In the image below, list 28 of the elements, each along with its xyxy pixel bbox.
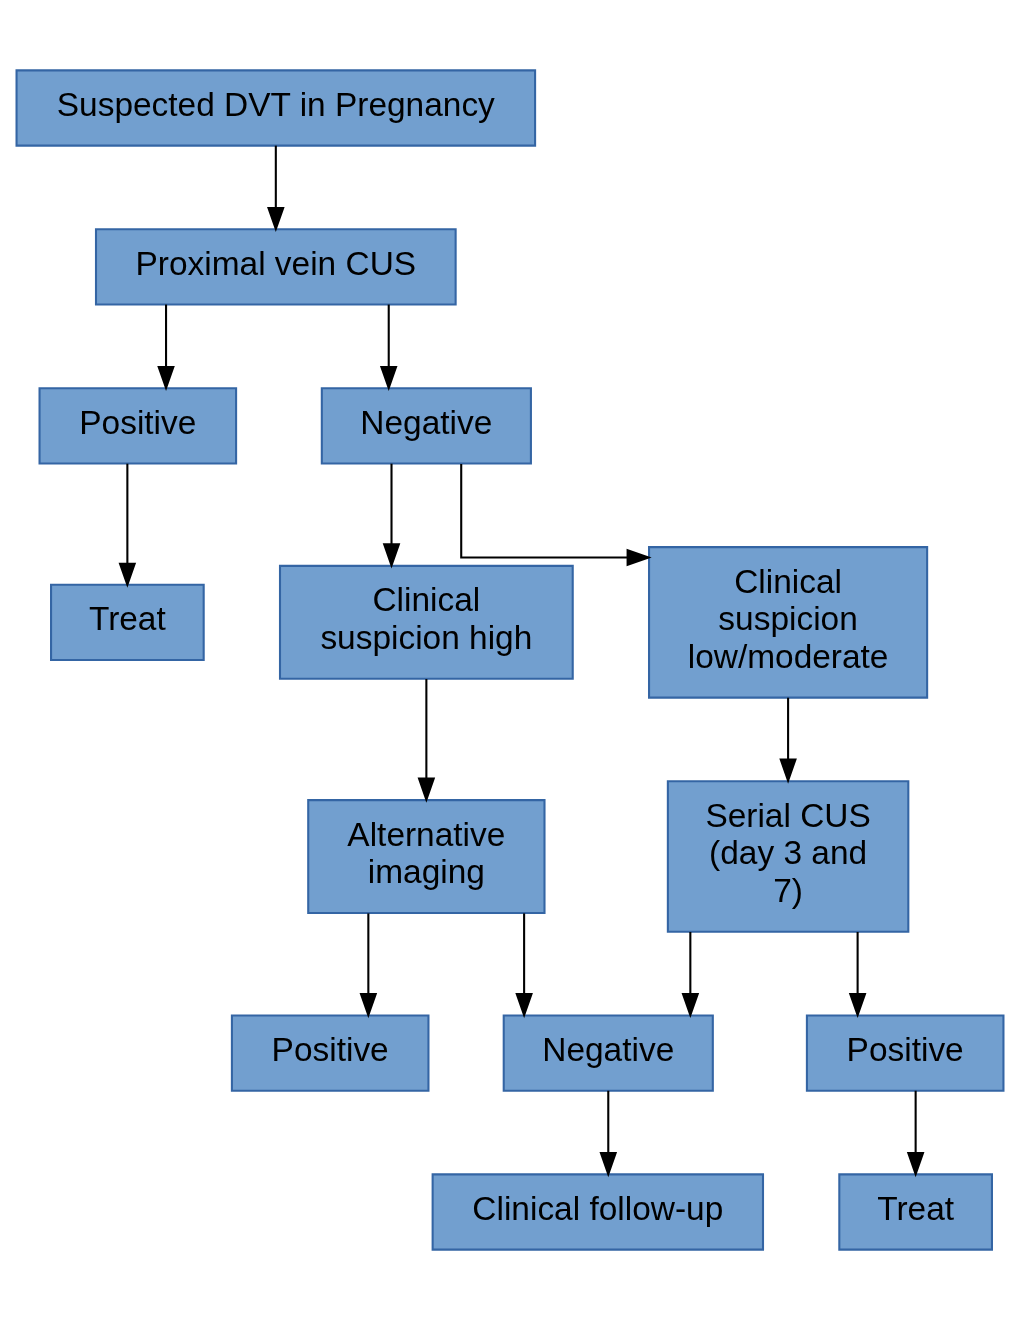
node-box: Clinical suspicion high [278, 564, 574, 680]
arrow [681, 931, 700, 1019]
arrow [359, 913, 378, 1019]
node-box: Negative [502, 1014, 714, 1092]
arrow [267, 145, 285, 233]
node-box: Positive [38, 387, 238, 465]
node-box: Positive [230, 1014, 430, 1092]
node-box: Serial CUS (day 3 and 7) [666, 780, 910, 933]
node-box: Treat [838, 1173, 993, 1251]
node-box: Clinical suspicion low/moderate [648, 546, 929, 699]
arrow [515, 913, 533, 1019]
arrow [906, 1090, 925, 1178]
arrow [157, 304, 175, 392]
arrow [848, 931, 867, 1019]
node-box: Negative [320, 387, 532, 465]
node-box: Treat [50, 583, 205, 662]
node-box: Alternative imaging [307, 799, 546, 915]
arrow [379, 304, 398, 392]
node-box: Suspected DVT in Pregnancy [15, 69, 537, 147]
arrow [460, 463, 652, 567]
arrow [599, 1090, 618, 1178]
node-box: Clinical follow-up [431, 1173, 765, 1251]
arrow [417, 679, 436, 803]
node-box: Proximal vein CUS [94, 228, 457, 306]
arrow [118, 463, 137, 588]
arrow [779, 697, 797, 784]
arrow [382, 463, 401, 569]
node-box: Positive [805, 1014, 1005, 1092]
